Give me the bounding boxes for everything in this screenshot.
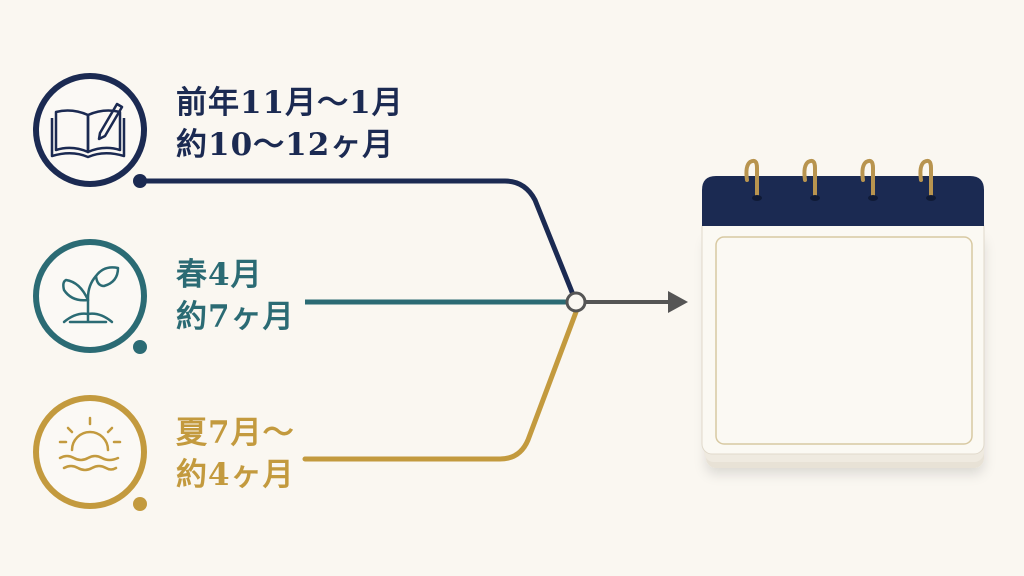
calendar-rings xyxy=(744,158,933,198)
autumn-circle xyxy=(33,73,147,188)
spring-circle xyxy=(33,239,147,354)
merge-node xyxy=(565,291,587,313)
spring-label: 春4月 約7ヶ月 xyxy=(176,254,295,338)
sprout-icon xyxy=(62,266,120,324)
open-book-pencil-icon xyxy=(50,102,126,159)
summer-circle xyxy=(33,395,147,511)
sun-over-water-icon xyxy=(58,416,122,472)
autumn-label: 前年11月～1月 約10～12ヶ月 xyxy=(176,82,404,166)
connector-gold xyxy=(302,309,579,462)
autumn-label-duration: 約10～12ヶ月 xyxy=(176,127,395,163)
autumn-label-period: 前年11月～1月 xyxy=(176,85,404,121)
summer-label: 夏7月～ 約4ヶ月 xyxy=(176,412,295,496)
arrow-head xyxy=(668,291,688,313)
connector-navy xyxy=(137,178,579,305)
blank-calendar-icon xyxy=(701,158,985,468)
summer-label-duration: 約4ヶ月 xyxy=(176,457,295,493)
spring-label-period: 春4月 xyxy=(176,257,263,293)
spring-label-duration: 約7ヶ月 xyxy=(176,299,295,335)
summer-label-period: 夏7月～ xyxy=(176,415,295,451)
